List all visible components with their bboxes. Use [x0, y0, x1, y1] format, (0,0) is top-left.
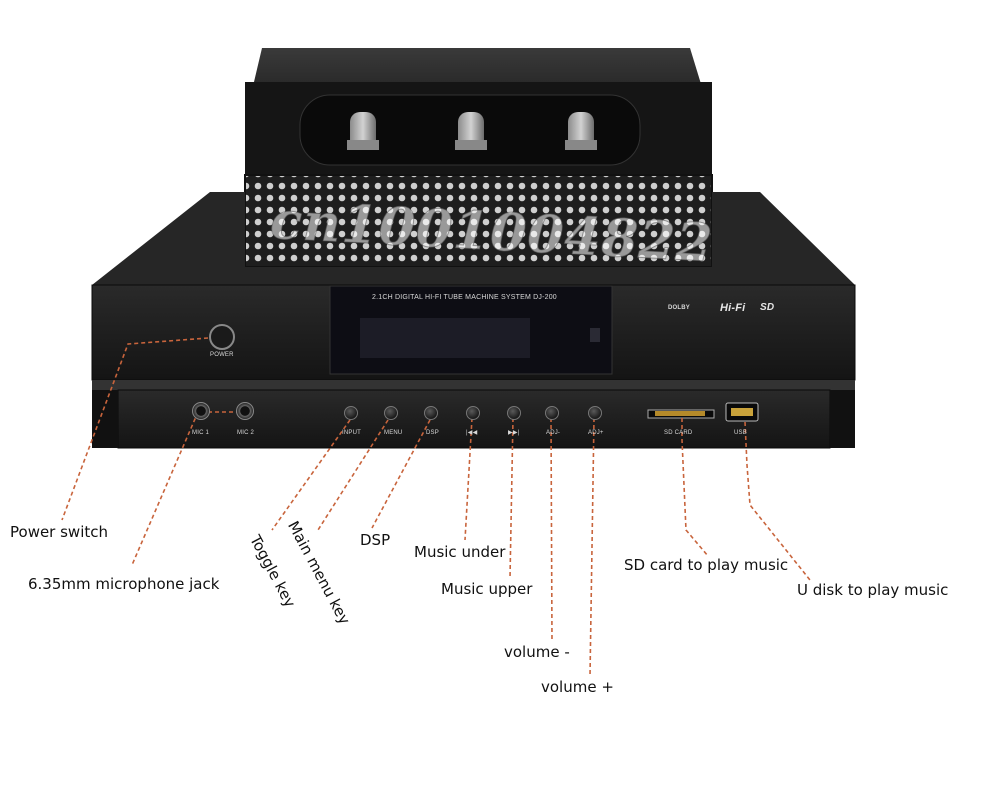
chassis-top: [92, 192, 855, 285]
vacuum-tube-2: [455, 112, 487, 150]
power-button[interactable]: [209, 324, 235, 350]
mic1-label: MIC 1: [192, 430, 210, 436]
menu-label: MENU: [384, 430, 403, 436]
next-track-button[interactable]: [507, 406, 521, 420]
callout-volume-plus: volume +: [541, 678, 614, 696]
callout-music-upper: Music upper: [441, 580, 533, 598]
mic1-jack[interactable]: [192, 402, 210, 420]
callout-power-switch: Power switch: [10, 523, 109, 541]
dsp-label: DSP: [426, 430, 439, 436]
perforated-grille: [245, 175, 712, 267]
leader-main-menu-key: [317, 419, 389, 531]
power-label: POWER: [210, 352, 234, 358]
usb-label: USB: [734, 430, 747, 436]
callout-sd-card: SD card to play music: [624, 556, 789, 574]
leader-sd-card: [681, 418, 709, 557]
mic2-jack[interactable]: [236, 402, 254, 420]
leader-u-disk: [744, 421, 811, 581]
menu-button[interactable]: [384, 406, 398, 420]
vacuum-tube-1: [347, 112, 379, 150]
input-button[interactable]: [344, 406, 358, 420]
leader-volume-minus: [550, 417, 553, 643]
vacuum-tube-3: [565, 112, 597, 150]
leader-music-upper: [509, 417, 514, 579]
leader-music-under: [464, 417, 473, 541]
sd-logo: SD: [760, 302, 775, 313]
volume-up-button[interactable]: [588, 406, 602, 420]
callout-volume-minus: volume -: [504, 643, 570, 661]
leader-lines: [61, 337, 811, 677]
main-chassis: [91, 192, 856, 449]
sdcard-label: SD CARD: [664, 430, 693, 436]
adj-minus-label: ADJ-: [546, 430, 561, 436]
prev-label: |◀◀: [466, 430, 478, 436]
leader-toggle-key: [271, 419, 351, 531]
leader-power-switch: [61, 337, 209, 521]
input-label: INPUT: [342, 430, 361, 436]
leader-volume-plus: [589, 417, 595, 677]
callout-dsp: DSP: [360, 531, 391, 549]
display-model-text: 2.1CH DIGITAL HI-FI TUBE MACHINE SYSTEM …: [372, 294, 557, 301]
callout-mic-jack: 6.35mm microphone jack: [28, 575, 220, 593]
callout-u-disk: U disk to play music: [797, 581, 949, 599]
dsp-button[interactable]: [424, 406, 438, 420]
volume-down-button[interactable]: [545, 406, 559, 420]
hifi-logo: Hi-Fi: [720, 302, 746, 314]
panel-divider: [92, 380, 855, 390]
prev-track-button[interactable]: [466, 406, 480, 420]
callout-music-under: Music under: [414, 543, 506, 561]
dolby-logo: DOLBY: [668, 305, 690, 311]
vfd-display: [360, 318, 530, 358]
adj-plus-label: ADJ+: [588, 430, 604, 436]
tube-cage: [244, 48, 713, 268]
mic2-label: MIC 2: [237, 430, 255, 436]
next-label: ▶▶|: [508, 430, 520, 436]
